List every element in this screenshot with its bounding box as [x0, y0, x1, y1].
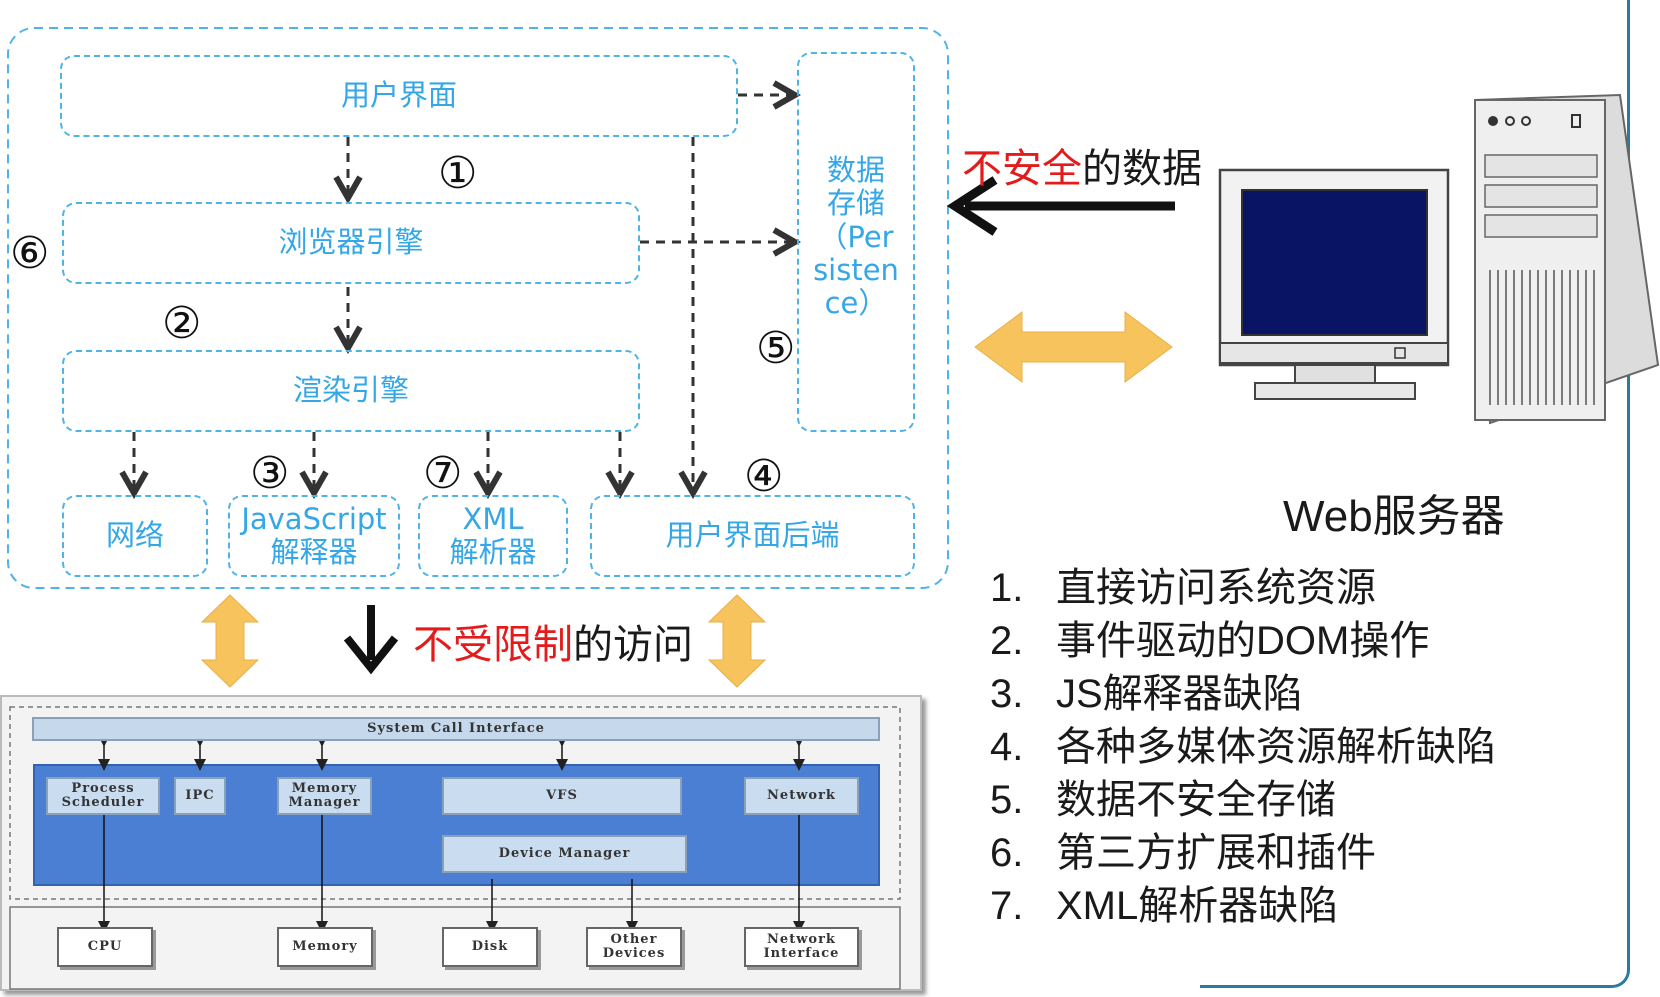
- orange-double-arrow-v1: [200, 594, 260, 688]
- list-item-text: 数据不安全存储: [1056, 778, 1336, 822]
- other-devices-box: Other Devices: [586, 927, 682, 967]
- ui-backend-box: 用户界面后端: [590, 495, 915, 577]
- web-server-label: Web服务器: [1283, 492, 1505, 541]
- orange-double-arrow-v2: [707, 594, 767, 688]
- list-item-number: 1.: [990, 566, 1024, 610]
- list-item: 5. 数据不安全存储: [990, 767, 1610, 822]
- list-item-number: 5.: [990, 778, 1024, 822]
- network-box: 网络: [62, 495, 208, 577]
- unrestricted-access-red: 不受限制: [413, 623, 573, 667]
- marker-1: ①: [438, 148, 478, 199]
- unrestricted-access-label: 不受限制的访问: [413, 612, 693, 670]
- list-item-number: 3.: [990, 672, 1024, 716]
- memory-box: Memory: [277, 927, 373, 967]
- list-item: 2. 事件驱动的DOM操作: [990, 608, 1610, 663]
- disk-box: Disk: [442, 927, 538, 967]
- kernel-diagram: System Call Interface Process Scheduler …: [0, 695, 922, 991]
- network-interface-box: Network Interface: [744, 927, 859, 967]
- list-item-number: 4.: [990, 725, 1024, 769]
- device-manager-box: Device Manager: [442, 835, 687, 873]
- network-kernel-box: Network: [744, 777, 859, 815]
- browser-container: [7, 27, 949, 589]
- user-interface-box: 用户界面: [60, 55, 738, 137]
- unsafe-data-red: 不安全: [962, 147, 1082, 191]
- list-item: 3. JS解释器缺陷: [990, 661, 1610, 716]
- list-item: 4. 各种多媒体资源解析缺陷: [990, 714, 1610, 769]
- marker-5: ⑤: [756, 323, 796, 374]
- slide-frame: [1200, 0, 1630, 988]
- list-item: 1. 直接访问系统资源: [990, 555, 1610, 610]
- list-item-text: 事件驱动的DOM操作: [1056, 619, 1430, 663]
- unsafe-data-arrow: [946, 176, 1175, 236]
- list-item: 6. 第三方扩展和插件: [990, 820, 1610, 875]
- persistence-box: 数据 存储 （Per sisten ce）: [797, 52, 915, 432]
- list-item-text: 第三方扩展和插件: [1056, 831, 1376, 875]
- xml-parser-box: XML 解析器: [418, 495, 568, 577]
- unrestricted-access-arrow: [343, 605, 399, 675]
- marker-7: ⑦: [423, 448, 463, 499]
- marker-6: ⑥: [10, 228, 50, 279]
- list-item-number: 7.: [990, 884, 1024, 928]
- list-item-text: JS解释器缺陷: [1056, 672, 1303, 716]
- list-item-text: 直接访问系统资源: [1056, 566, 1376, 610]
- unsafe-data-rest: 的数据: [1082, 147, 1202, 191]
- unrestricted-access-rest: 的访问: [573, 623, 693, 667]
- list-item: 7. XML解析器缺陷: [990, 873, 1610, 928]
- vfs-box: VFS: [442, 777, 682, 815]
- marker-3: ③: [250, 448, 290, 499]
- list-item-number: 6.: [990, 831, 1024, 875]
- js-interpreter-box: JavaScript 解释器: [228, 495, 400, 577]
- vulnerability-list: 1. 直接访问系统资源 2. 事件驱动的DOM操作 3. JS解释器缺陷 4. 各种多媒…: [990, 555, 1610, 928]
- process-scheduler-box: Process Scheduler: [46, 777, 160, 815]
- marker-2: ②: [162, 298, 202, 349]
- marker-4: ④: [744, 451, 784, 502]
- cpu-box: CPU: [57, 927, 153, 967]
- rendering-engine-box: 渲染引擎: [62, 350, 640, 432]
- list-item-text: 各种多媒体资源解析缺陷: [1056, 725, 1496, 769]
- list-item-number: 2.: [990, 619, 1024, 663]
- unsafe-data-label: 不安全的数据: [962, 136, 1202, 194]
- memory-manager-box: Memory Manager: [277, 777, 372, 815]
- browser-engine-box: 浏览器引擎: [62, 202, 640, 284]
- system-call-interface-box: System Call Interface: [32, 717, 880, 741]
- ipc-box: IPC: [174, 777, 226, 815]
- orange-double-arrow-h: [974, 311, 1173, 383]
- web-server-computer-illustration: [1218, 93, 1660, 425]
- list-item-text: XML解析器缺陷: [1056, 884, 1339, 928]
